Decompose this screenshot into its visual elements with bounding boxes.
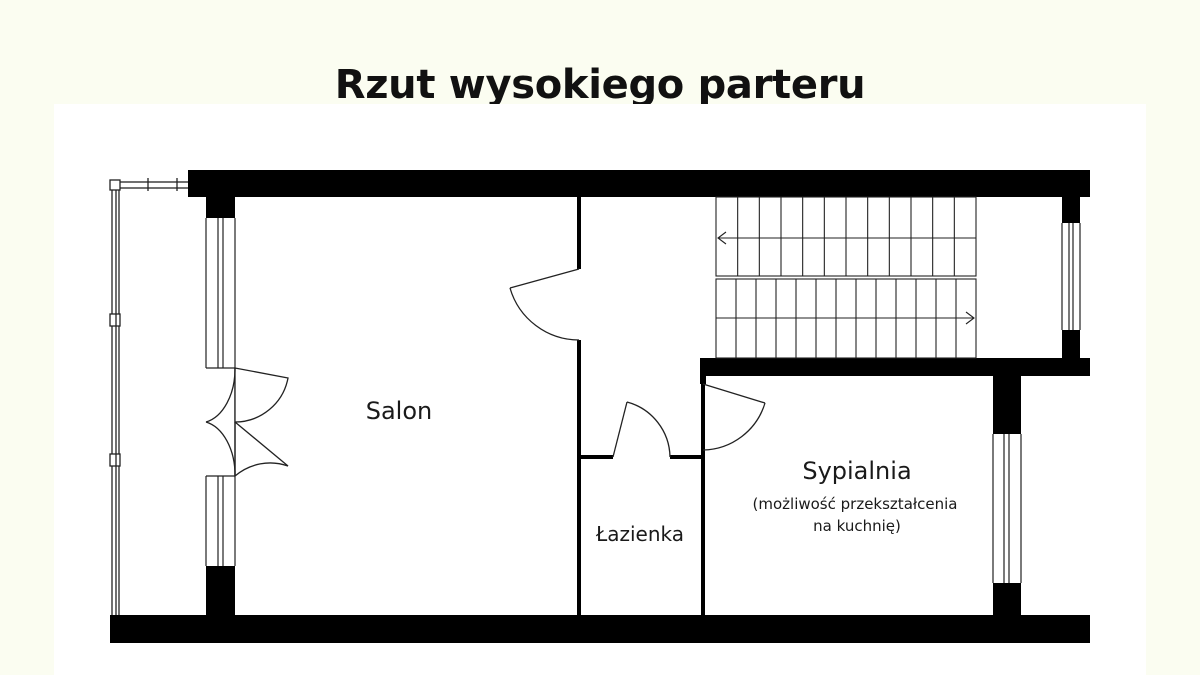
wall-partition-upper — [577, 197, 581, 269]
room-label-sypialnia: Sypialnia — [802, 457, 911, 485]
wall-bedroom-right-upper — [993, 376, 1021, 434]
stair-arrow-right — [965, 311, 975, 325]
window-left-upper — [205, 218, 236, 369]
plan-title: Rzut wysokiego parteru — [334, 62, 866, 108]
wall-bottom — [110, 615, 1090, 643]
window-left-lower — [205, 475, 236, 566]
wall-top — [188, 170, 1090, 197]
wall-partition-lower — [577, 340, 581, 616]
bathroom-door — [612, 401, 671, 458]
wall-under-stairs — [700, 358, 1090, 376]
stair-arrow-left — [717, 231, 727, 245]
room-label-lazienka: Łazienka — [595, 522, 684, 546]
wall-bath-top-right — [670, 455, 703, 459]
wall-bath-top-left — [581, 455, 613, 459]
bedroom-door — [702, 383, 766, 451]
windows — [205, 218, 1081, 583]
wall-left-lower — [206, 566, 235, 616]
walls — [110, 170, 1090, 643]
salon-door — [509, 268, 580, 341]
wall-bedroom-right-lower — [993, 583, 1021, 616]
wall-left-upper — [206, 170, 235, 218]
room-note-line1: (możliwość przekształcenia — [753, 495, 958, 513]
wall-stub — [700, 358, 706, 384]
room-label-salon: Salon — [366, 397, 433, 425]
balcony-door — [205, 367, 289, 478]
wall-right-stair-bottom — [1062, 330, 1080, 358]
window-bedroom-right — [992, 434, 1022, 583]
room-note-line2: na kuchnię) — [813, 517, 901, 535]
balcony-railing — [109, 178, 208, 624]
wall-bath-bedroom — [701, 376, 705, 616]
wall-right-stair-top — [1062, 197, 1080, 223]
staircase — [715, 196, 977, 359]
window-right-stair — [1061, 223, 1081, 330]
